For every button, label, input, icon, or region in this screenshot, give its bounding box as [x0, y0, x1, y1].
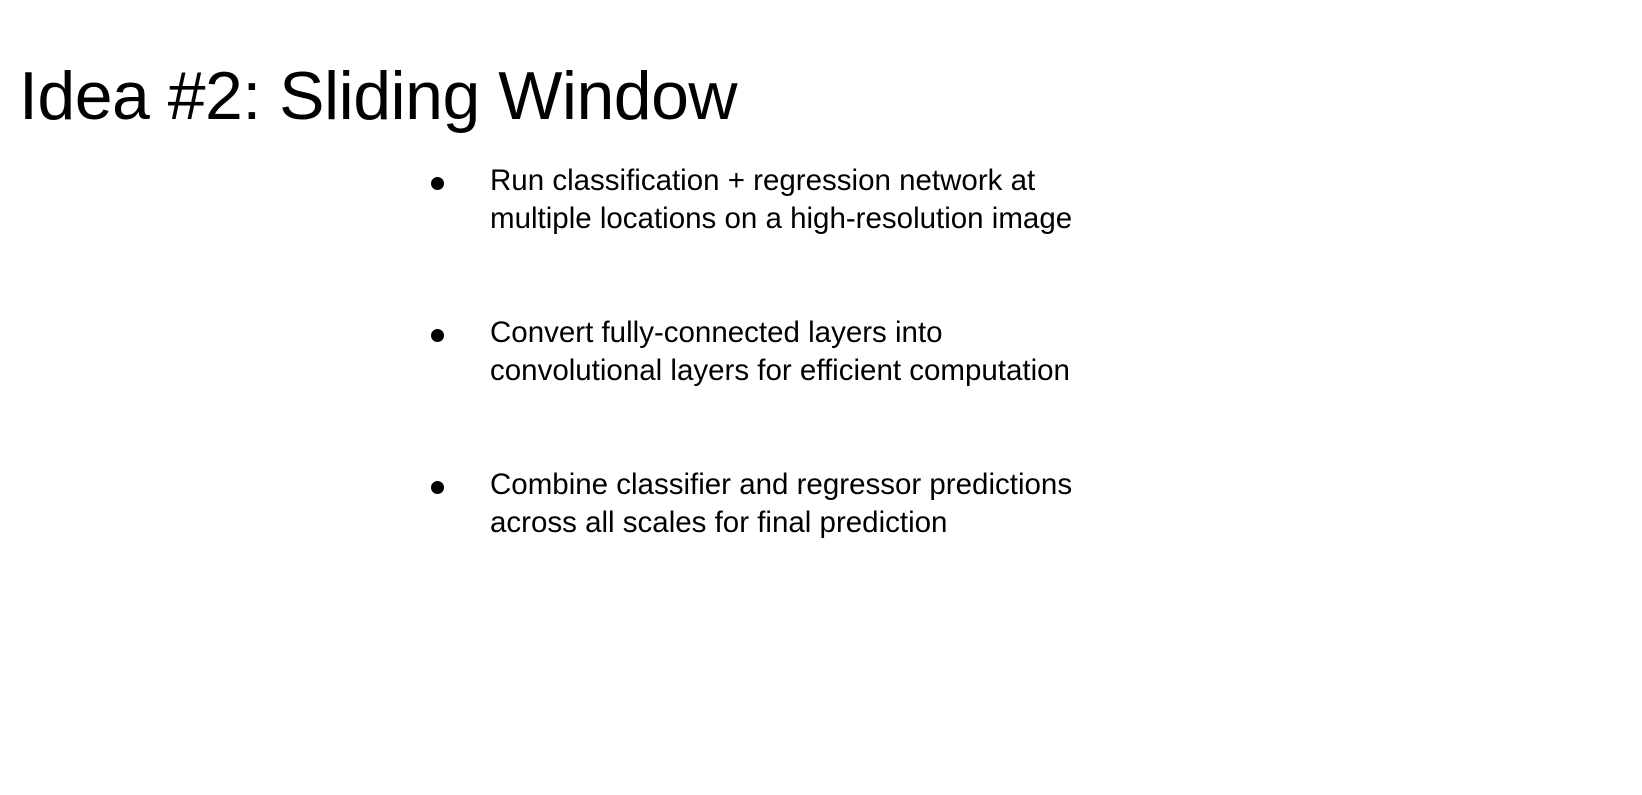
list-item-text: Combine classifier and regressor predict…: [490, 468, 1073, 539]
list-item: Convert fully-connected layers into conv…: [427, 314, 1107, 390]
list-item-text: Run classification + regression network …: [490, 164, 1073, 235]
list-item: Run classification + regression network …: [427, 162, 1107, 238]
bullet-list: Run classification + regression network …: [427, 162, 1107, 542]
bullet-dot-icon: [431, 481, 444, 494]
page-title: Idea #2: Sliding Window: [19, 57, 738, 134]
bullet-dot-icon: [431, 177, 444, 190]
list-item: Combine classifier and regressor predict…: [427, 466, 1107, 542]
bullet-dot-icon: [431, 329, 444, 342]
list-item-text: Convert fully-connected layers into conv…: [490, 316, 1070, 387]
